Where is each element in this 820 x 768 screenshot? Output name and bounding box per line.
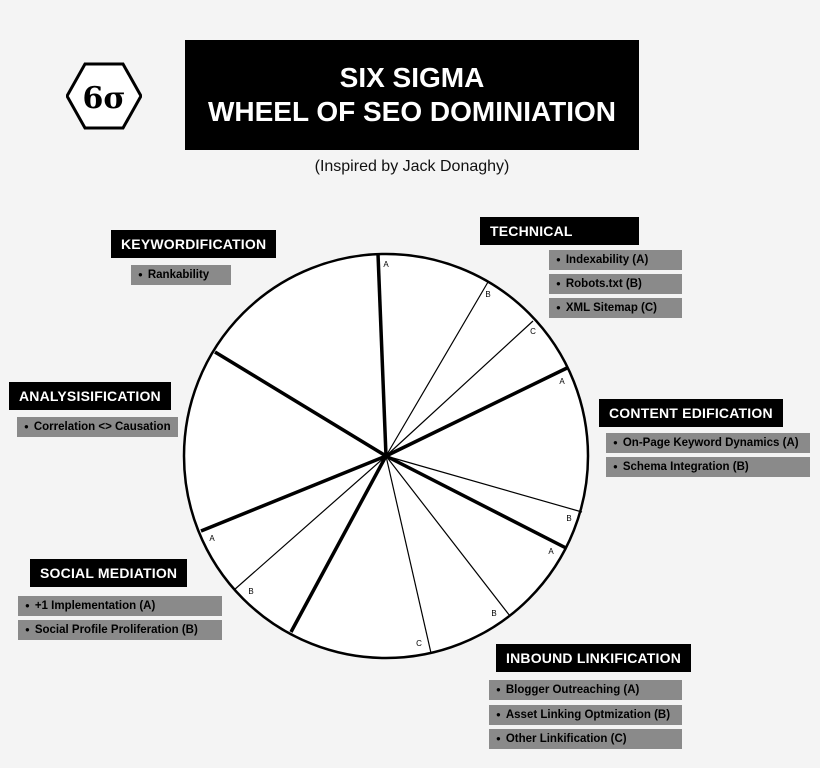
divider-social-end [289,455,388,633]
item-asset-linking-optimization: Asset Linking Optmization (B) [489,705,682,725]
item-social-profile-proliferation: Social Profile Proliferation (B) [18,620,222,640]
sub-divider-technical-b [385,281,489,457]
item-robots-txt: Robots.txt (B) [549,274,682,294]
title-box: SIX SIGMA WHEEL OF SEO DOMINIATION [185,40,639,150]
item-plus1-implementation: +1 Implementation (A) [18,596,222,616]
title-line-2: WHEEL OF SEO DOMINIATION [207,96,617,127]
segment-label: A [383,260,389,269]
item-other-linkification: Other Linkification (C) [489,729,682,749]
item-correlation-causation: Correlation <> Causation [17,417,178,437]
item-xml-sitemap: XML Sitemap (C) [549,298,682,318]
title-line-1: SIX SIGMA [339,62,485,93]
sub-divider-social-b [233,455,387,591]
item-on-page-keyword-dynamics: On-Page Keyword Dynamics (A) [606,433,810,453]
segment-label: A [559,377,565,386]
segment-label: B [566,514,571,523]
segment-label: A [548,547,554,556]
divider-analysis-start [214,350,387,458]
divider-inbound-start [385,454,567,550]
segment-label: C [416,639,422,648]
six-sigma-logo: 6σ [66,62,142,130]
category-content-edification: CONTENT EDIFICATION [599,399,783,427]
category-inbound-linkification: INBOUND LINKIFICATION [496,644,692,672]
sub-divider-inbound-b [385,455,511,617]
segment-label: C [530,327,536,336]
category-keywordification: KEYWORDIFICATION [111,230,277,258]
segment-label: A [209,534,215,543]
logo-text: 6σ [83,81,126,116]
category-technical: TECHNICAL [480,217,639,245]
sub-divider-content-b [385,455,583,513]
divider-content-start [385,366,568,458]
item-indexability: Indexability (A) [549,250,682,270]
segment-label: B [491,609,496,618]
category-social-mediation: SOCIAL MEDIATION [30,559,188,587]
subtitle: (Inspired by Jack Donaghy) [314,158,510,175]
segment-label: B [248,587,253,596]
segment-label: B [485,290,490,299]
category-analysisification: ANALYSISIFICATION [9,382,171,410]
sub-divider-technical-c [385,320,534,457]
divider-social-start [200,454,387,533]
divider-technical-start [376,253,388,457]
item-schema-integration: Schema Integration (B) [606,457,810,477]
sub-divider-inbound-c [385,455,432,654]
item-blogger-outreaching: Blogger Outreaching (A) [489,680,682,700]
item-rankability: Rankability [131,265,231,285]
